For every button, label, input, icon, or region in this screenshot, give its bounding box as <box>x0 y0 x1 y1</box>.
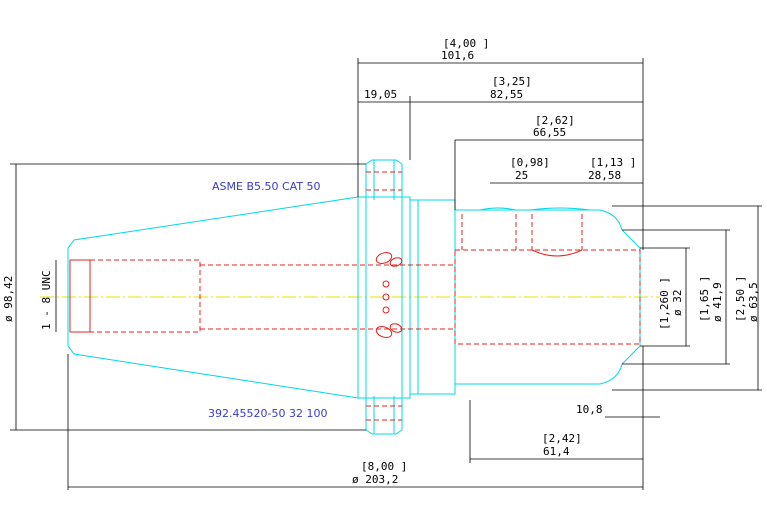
dim-2-62-in: [2,62] <box>535 114 575 127</box>
dim-4-00-in: [4,00 ] <box>443 37 489 50</box>
dim-2-50-in: [2,50 ] <box>734 276 747 322</box>
dim-82-55: 82,55 <box>490 88 523 101</box>
dim-63-5: ø 63,5 <box>747 282 760 322</box>
dim-1-13-in: [1,13 ] <box>590 156 636 169</box>
dim-66-55: 66,55 <box>533 126 566 139</box>
dimension-lines <box>10 58 762 490</box>
dim-flange-dia: ø 98,42 <box>2 276 15 322</box>
dim-203-2: ø 203,2 <box>352 473 398 486</box>
dim-61-4: 61,4 <box>543 445 570 458</box>
dim-101-6: 101,6 <box>441 49 474 62</box>
hidden-features <box>69 171 641 421</box>
dim-bore-mm: ø 32 <box>671 290 684 317</box>
dim-2-42-in: [2,42] <box>542 432 582 445</box>
dim-0-98-in: [0,98] <box>510 156 550 169</box>
dim-10-8: 10,8 <box>576 403 603 416</box>
dim-8-00-in: [8,00 ] <box>361 460 407 473</box>
tool-holder-outline <box>67 159 641 435</box>
spec-note: ASME B5.50 CAT 50 <box>212 180 321 193</box>
dim-19-05: 19,05 <box>364 88 397 101</box>
dim-28-58: 28,58 <box>588 169 621 182</box>
dim-3-25-in: [3,25] <box>492 75 532 88</box>
dim-thread: 1 - 8 UNC <box>40 270 53 330</box>
part-number: 392.45520-50 32 100 <box>208 407 327 420</box>
dimension-labels: [4,00 ] 101,6 19,05 [3,25] 82,55 [2,62] … <box>2 37 760 486</box>
dim-bore-in: [1,260 ] <box>658 277 671 330</box>
dim-41-9: ø 41,9 <box>711 282 724 322</box>
notes: ASME B5.50 CAT 50 392.45520-50 32 100 <box>208 180 327 420</box>
dim-1-65-in: [1,65 ] <box>698 276 711 322</box>
dim-25: 25 <box>515 169 528 182</box>
